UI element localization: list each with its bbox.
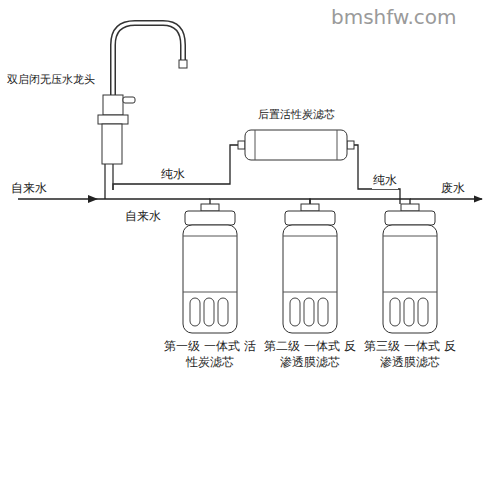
filter-head	[185, 211, 235, 225]
faucet-drawing	[98, 23, 187, 190]
node-label: 第一级 一体式 活性炭滤芯	[163, 338, 257, 370]
housing-ring	[383, 292, 437, 293]
filter-housing	[383, 225, 437, 333]
faucet-lever	[123, 97, 135, 103]
grip-slot	[290, 298, 300, 326]
grip-slot	[218, 298, 228, 326]
grip-slot	[318, 298, 328, 326]
node-label: 第三级 一体式 反渗透膜滤芯	[363, 338, 457, 370]
faucet-pipe	[104, 164, 105, 190]
filter-head	[285, 211, 335, 225]
grip-slot	[390, 298, 400, 326]
filter-cartridge: 第二级 一体式 反渗透膜滤芯	[260, 204, 360, 376]
faucet-pipe	[112, 164, 113, 190]
grip-slot	[204, 298, 214, 326]
node-label: 后置活性炭滤芯	[238, 108, 354, 123]
spout-inner	[113, 23, 183, 97]
faucet-base	[98, 115, 128, 124]
faucet-shank	[102, 124, 122, 164]
inflow-arrow	[88, 195, 98, 203]
grip-slot	[418, 298, 428, 326]
post-carbon-filter: 后置活性炭滤芯	[238, 108, 354, 163]
end-cap-line	[337, 130, 338, 160]
node-label: 双启闭无压水龙头	[5, 73, 97, 88]
node-art	[260, 204, 360, 336]
flow-label: 自来水	[10, 180, 48, 197]
faucet-feed-pipe	[104, 190, 105, 199]
housing-ring	[283, 292, 337, 293]
grip-slot	[190, 298, 200, 326]
filter-drawing	[183, 204, 237, 333]
flow-label: 纯水	[160, 166, 186, 183]
post-filter-drawing	[238, 130, 354, 160]
water-pipe	[210, 199, 310, 204]
housing-ring	[283, 236, 337, 237]
water-pipe	[113, 145, 238, 190]
fitting	[347, 141, 354, 149]
housing-ring	[183, 292, 237, 293]
water-pipe	[310, 199, 410, 204]
node-art	[5, 15, 195, 190]
filter-cartridge: 第一级 一体式 活性炭滤芯	[160, 204, 260, 376]
flow-label: 废水	[440, 180, 466, 197]
faucet: 双启闭无压水龙头	[5, 15, 195, 190]
filter-cartridge: 第三级 一体式 反渗透膜滤芯	[360, 204, 460, 376]
water-pipe	[354, 145, 400, 204]
filter-drawing	[383, 204, 437, 333]
tap-water-pipe	[18, 198, 210, 199]
waste-water-pipe	[410, 198, 482, 199]
spout	[113, 23, 183, 97]
fitting	[238, 141, 245, 149]
end-cap-line	[255, 130, 256, 160]
filter-housing	[183, 225, 237, 333]
filter-housing	[283, 225, 337, 333]
faucet-body	[103, 95, 123, 115]
housing-ring	[183, 236, 237, 237]
nozzle	[179, 60, 187, 68]
watermark: bmshfw.com	[330, 5, 458, 29]
grip-slot	[404, 298, 414, 326]
node-art	[360, 204, 460, 336]
filter-head	[385, 211, 435, 225]
housing-ring	[383, 236, 437, 237]
flow-label: 纯水	[372, 172, 398, 189]
fitting	[401, 204, 419, 211]
node-art	[160, 204, 260, 336]
flow-label: 自来水	[124, 208, 162, 225]
fitting	[201, 204, 219, 211]
fitting	[301, 204, 319, 211]
pipe-art	[18, 190, 482, 203]
filter-drawing	[283, 204, 337, 333]
node-label: 第二级 一体式 反渗透膜滤芯	[263, 338, 357, 370]
filter-body	[245, 130, 347, 160]
grip-slot	[304, 298, 314, 326]
